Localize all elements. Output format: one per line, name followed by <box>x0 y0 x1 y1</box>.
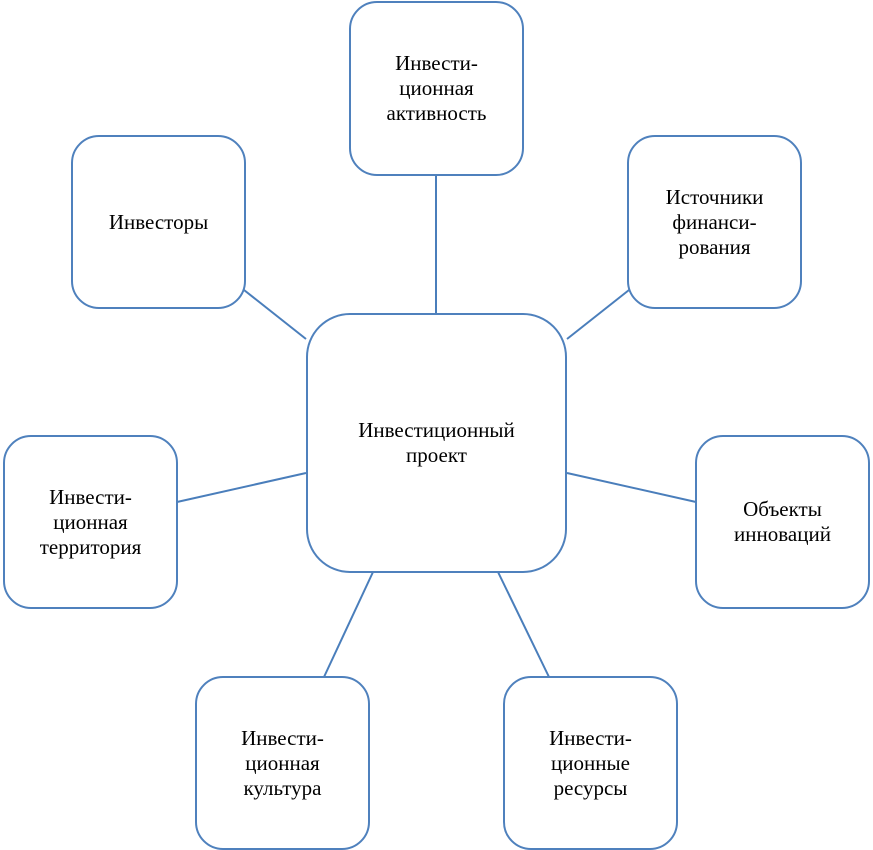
node-label: Инвесторы <box>108 209 209 234</box>
node-investment-resources: Инвести- ционные ресурсы <box>503 676 678 850</box>
node-investment-culture: Инвести- ционная культура <box>195 676 370 850</box>
node-innovation-objects: Объекты инноваций <box>695 435 870 609</box>
connector-territory <box>176 472 307 503</box>
node-label: Источники финанси- рования <box>665 184 764 259</box>
connector-culture <box>323 571 374 678</box>
node-investors: Инвесторы <box>71 135 246 309</box>
node-financing-sources: Источники финанси- рования <box>627 135 802 309</box>
node-label: Объекты инноваций <box>734 497 831 546</box>
node-investment-activity: Инвести- ционная активность <box>349 1 524 176</box>
node-label: Инвести- ционная территория <box>39 484 142 559</box>
node-label: Инвести- ционная активность <box>386 51 487 125</box>
node-label: Инвести- ционные ресурсы <box>549 725 632 800</box>
center-node-investment-project: Инвестиционный проект <box>306 313 567 573</box>
connector-financing <box>566 289 630 340</box>
connector-resources <box>497 571 550 678</box>
connector-investors <box>243 289 307 340</box>
node-label: Инвести- ционная культура <box>241 725 324 800</box>
center-node-label: Инвестиционный проект <box>358 418 515 467</box>
connector-innovations <box>566 472 697 503</box>
node-investment-territory: Инвести- ционная территория <box>3 435 178 609</box>
